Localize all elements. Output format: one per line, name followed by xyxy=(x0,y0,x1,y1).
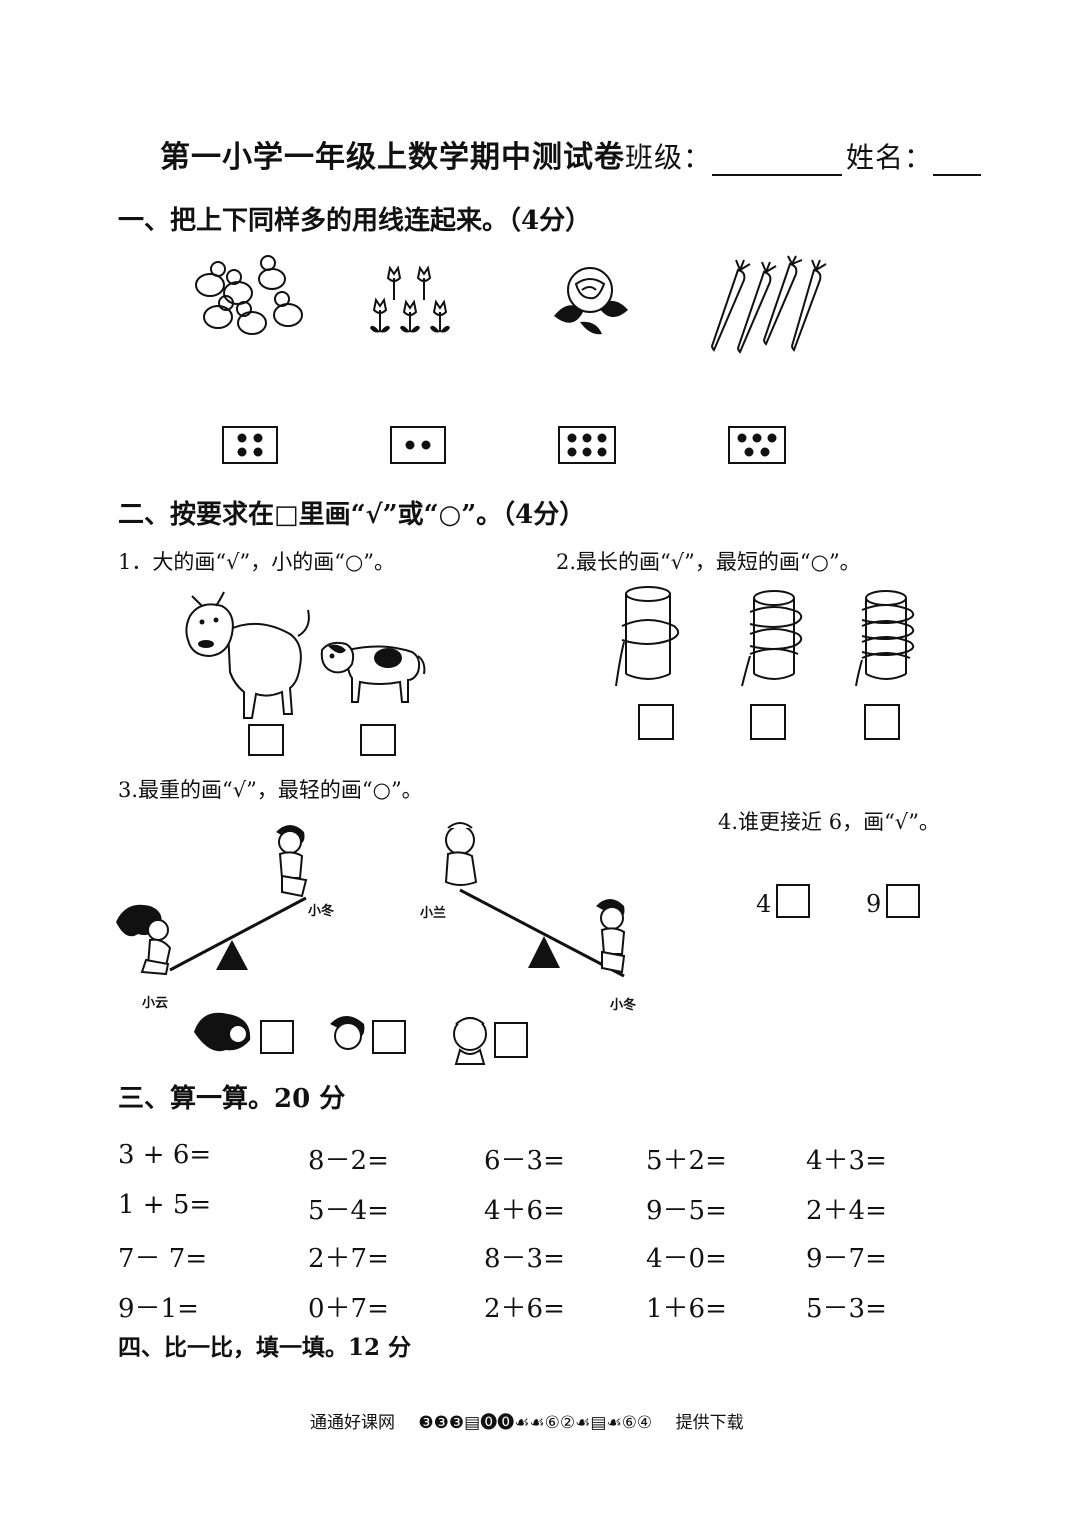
calc-r4-c5: 5－3= xyxy=(806,1294,887,1324)
girl-xiaolan-head-icon xyxy=(453,1017,487,1065)
class-blank[interactable] xyxy=(712,148,843,176)
class-label: 班级： xyxy=(625,141,713,174)
calc-r1-c5: 4＋3= xyxy=(806,1146,887,1176)
label-xiaoyun: 小云 xyxy=(142,996,169,1011)
xiaolan-answer-box[interactable] xyxy=(494,1022,528,1058)
label-xiaodong-right: 小冬 xyxy=(610,998,637,1013)
section3-heading: 三、算一算。20 分 xyxy=(118,1084,346,1114)
chicks-picture xyxy=(195,255,303,335)
small-cow-answer-box[interactable] xyxy=(360,724,396,756)
boy-xiaodong-head-icon xyxy=(330,1016,365,1050)
right-seesaw xyxy=(444,822,626,978)
q1-text: 1．大的画“√”，小的画“○”。 xyxy=(118,550,396,574)
section4-heading: 四、比一比，填一填。12 分 xyxy=(118,1334,412,1361)
name-blank[interactable] xyxy=(933,148,982,176)
calc-r3-c3: 8－3= xyxy=(484,1244,565,1274)
calc-r4-c1: 9－1= xyxy=(118,1294,199,1324)
cylinder-1 xyxy=(615,586,680,687)
cylinder-2-answer-box[interactable] xyxy=(750,704,786,740)
rose-picture xyxy=(554,267,628,335)
calc-r2-c5: 2＋4= xyxy=(806,1196,887,1226)
calc-r1-c4: 5＋2= xyxy=(646,1146,727,1176)
calc-r1-c3: 6－3= xyxy=(484,1146,565,1176)
tulips-picture xyxy=(370,265,450,333)
footer-suffix: 提供下载 xyxy=(675,1413,744,1433)
dot-card-2[interactable] xyxy=(390,426,446,464)
left-seesaw xyxy=(116,825,308,976)
option-4-answer-box[interactable] xyxy=(776,884,810,918)
dot-card-5[interactable] xyxy=(728,426,786,464)
name-label: 姓名： xyxy=(846,141,934,174)
calc-r1-c1: 3 + 6= xyxy=(118,1140,212,1170)
carrots-picture xyxy=(710,255,827,354)
calc-r4-c3: 2＋6= xyxy=(484,1294,565,1324)
section1-heading: 一、把上下同样多的用线连起来。（4分） xyxy=(118,206,592,236)
label-xiaolan: 小兰 xyxy=(420,906,447,921)
calc-r2-c4: 9－5= xyxy=(646,1196,727,1226)
calc-r4-c4: 1＋6= xyxy=(646,1294,727,1324)
option-9-answer-box[interactable] xyxy=(886,884,920,918)
big-cow-answer-box[interactable] xyxy=(248,724,284,756)
footer-garbled: ❸❸❸▤⓿⓿☙☙⑥②☙▤☙⑥④ xyxy=(418,1413,653,1433)
xiaoyun-answer-box[interactable] xyxy=(260,1020,294,1054)
cylinder-3 xyxy=(855,590,915,687)
calc-r2-c1: 1 + 5= xyxy=(118,1190,212,1220)
calc-r3-c4: 4－0= xyxy=(646,1244,727,1274)
q2-text: 2.最长的画“√”，最短的画“○”。 xyxy=(556,550,861,574)
calc-r4-c2: 0＋7= xyxy=(308,1294,389,1324)
section2-heading: 二、按要求在□里画“√”或“○”。（4分） xyxy=(118,500,586,530)
label-xiaodong-left: 小冬 xyxy=(308,904,335,919)
calc-r3-c1: 7－ 7= xyxy=(118,1244,208,1274)
calc-r1-c2: 8－2= xyxy=(308,1146,389,1176)
dot-card-4[interactable] xyxy=(222,426,278,464)
q3-text: 3.最重的画“√”，最轻的画“○”。 xyxy=(118,778,423,802)
q4-text: 4.谁更接近 6，画“√”。 xyxy=(718,810,940,834)
page-title: 第一小学一年级上数学期中测试卷班级： 姓名： xyxy=(160,132,982,176)
cylinder-2 xyxy=(741,590,803,687)
exam-title: 第一小学一年级上数学期中测试卷 xyxy=(160,140,625,175)
girl-xiaoyun-head-icon xyxy=(194,1012,251,1052)
footer: 通通好课网 ❸❸❸▤⓿⓿☙☙⑥②☙▤☙⑥④ 提供下载 xyxy=(310,1408,744,1433)
dot-card-6[interactable] xyxy=(558,426,616,464)
option-4: 4 xyxy=(756,890,772,918)
cylinder-1-answer-box[interactable] xyxy=(638,704,674,740)
xiaodong-answer-box[interactable] xyxy=(372,1020,406,1054)
calc-r3-c2: 2＋7= xyxy=(308,1244,389,1274)
option-9: 9 xyxy=(866,890,882,918)
calc-r3-c5: 9－7= xyxy=(806,1244,887,1274)
small-cow-picture xyxy=(320,641,426,703)
footer-site: 通通好课网 xyxy=(310,1413,395,1433)
cylinder-3-answer-box[interactable] xyxy=(864,704,900,740)
big-cow-picture xyxy=(185,591,310,719)
calc-r2-c3: 4＋6= xyxy=(484,1196,565,1226)
calc-r2-c2: 5－4= xyxy=(308,1196,389,1226)
